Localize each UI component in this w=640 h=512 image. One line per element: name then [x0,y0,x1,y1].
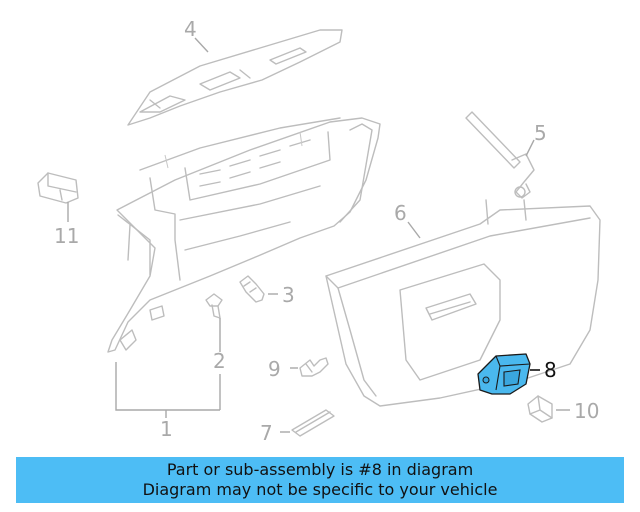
label-part-6: 6 [394,201,407,225]
info-banner: Part or sub-assembly is #8 in diagram Di… [16,457,624,503]
parts-diagram: 4 5 6 11 3 2 9 8 10 1 7 [37,17,601,445]
part-2-clip [205,293,223,319]
banner-line-1: Part or sub-assembly is #8 in diagram [166,460,474,479]
label-part-3: 3 [282,283,295,307]
part-3-screw [239,275,265,303]
label-part-5: 5 [534,121,547,145]
part-8-latch-highlighted [477,353,531,395]
banner-line-2: Diagram may not be specific to your vehi… [142,480,498,499]
label-part-8: 8 [544,358,557,382]
label-part-2: 2 [213,349,226,373]
part-9-bolt [299,357,329,377]
label-part-1: 1 [160,417,173,441]
part-5-damper [465,111,535,199]
part-4-upper-trim-panel [127,29,343,126]
part-7-pin [291,409,335,437]
part-11-clip [37,172,79,204]
label-part-7: 7 [260,421,273,445]
part-6-glove-box-door [325,199,601,407]
label-part-11: 11 [54,224,79,248]
part-10-bumper [527,395,553,423]
label-part-9: 9 [268,357,281,381]
leader-lines [67,37,570,433]
part-1-glove-box-housing [107,117,381,353]
label-part-10: 10 [574,399,599,423]
label-part-4: 4 [184,17,197,41]
